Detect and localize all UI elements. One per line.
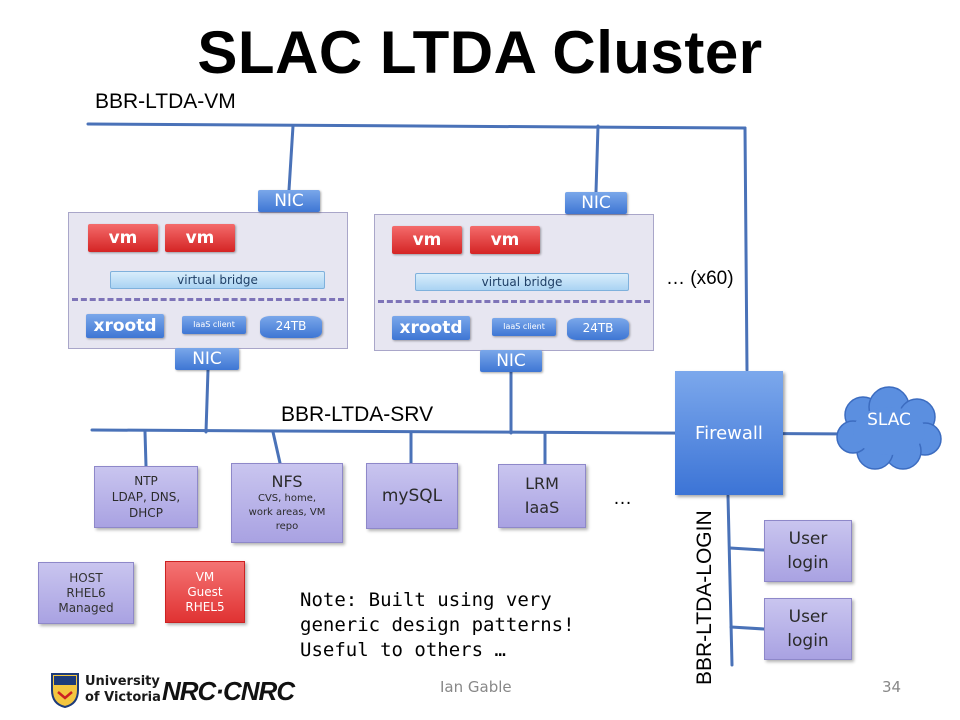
footer-author: Ian Gable (440, 678, 512, 696)
disk-1: 24TB (260, 316, 322, 338)
design-note: Note: Built using very generic design pa… (300, 588, 630, 663)
xrootd-2: xrootd (392, 316, 470, 340)
service-title: mySQL (381, 486, 443, 506)
uvic-wordmark: University of Victoria (85, 674, 161, 706)
nic-bottom-2: NIC (480, 350, 542, 372)
firewall: Firewall (675, 371, 783, 495)
legend-line: RHEL5 (185, 599, 225, 614)
uvic-line: of Victoria (85, 690, 161, 705)
service-line: LRM (525, 474, 559, 493)
host-divider (72, 298, 344, 301)
slac-cloud-icon (836, 386, 942, 470)
nrc-cnrc-logo: NRC·CNRC (162, 676, 295, 706)
host-count-note: … (x60) (666, 268, 734, 289)
more-services-ellipsis: … (613, 488, 632, 509)
disk-2: 24TB (567, 318, 629, 340)
nic1-to-srv (204, 368, 210, 434)
nic-top-1: NIC (258, 190, 320, 212)
legend-vm: VM Guest RHEL5 (165, 561, 245, 623)
slac-cloud-label: SLAC (867, 410, 911, 430)
legend-line: RHEL6 (66, 585, 106, 600)
legend-line: Guest (187, 584, 223, 599)
service-line: DHCP (129, 506, 163, 520)
note-line: Note: Built using very (300, 589, 552, 611)
host-divider (378, 300, 650, 303)
iaas-client-1: IaaS client (182, 316, 246, 334)
srv-network-label: BBR-LTDA-SRV (281, 403, 434, 426)
user-login-label: User login (787, 529, 829, 573)
login-network-bus (726, 494, 734, 667)
legend-line: Managed (58, 600, 114, 615)
service-ntp-ldap-dns-dhcp: NTP LDAP, DNS, DHCP (94, 466, 198, 528)
vm-1b: vm (165, 224, 235, 252)
login-network-label: BBR-LTDA-LOGIN (693, 510, 716, 685)
user-login-2: User login (764, 598, 852, 660)
service-line: repo (275, 521, 299, 532)
service-lrm-iaas: LRM IaaS (498, 464, 586, 528)
service-line: NTP (134, 474, 158, 488)
service-line: work areas, VM (248, 507, 326, 518)
vm-network-label: BBR-LTDA-VM (95, 90, 236, 113)
legend-line: HOST (69, 570, 103, 585)
xrootd-1: xrootd (86, 314, 164, 338)
nic-bottom-1: NIC (175, 348, 239, 370)
uvic-line: University (85, 674, 160, 689)
note-line: generic design patterns! (300, 614, 575, 636)
vm-bus-to-nic1 (287, 124, 295, 192)
vm-2b: vm (470, 226, 540, 254)
service-title: NFS (271, 472, 303, 491)
vm-2a: vm (392, 226, 462, 254)
legend-line: VM (195, 569, 215, 584)
iaas-client-2: IaaS client (492, 318, 556, 336)
service-line: CVS, home, (257, 493, 317, 504)
virtual-bridge-1: virtual bridge (110, 271, 325, 289)
note-line: Useful to others … (300, 639, 506, 661)
user-login-1: User login (764, 520, 852, 582)
uvic-crest-logo (51, 673, 79, 708)
virtual-bridge-2: virtual bridge (415, 273, 629, 291)
service-line: LDAP, DNS, (111, 490, 181, 504)
service-mysql: mySQL (366, 463, 458, 529)
vm-bus-to-nic2 (594, 124, 600, 194)
user-login-label: User login (787, 607, 829, 651)
vm-network-bus (86, 122, 747, 130)
page-title: SLAC LTDA Cluster (197, 19, 763, 86)
legend-host: HOST RHEL6 Managed (38, 562, 134, 624)
service-nfs: NFS CVS, home, work areas, VM repo (231, 463, 343, 543)
page-number: 34 (882, 678, 902, 696)
service-line: IaaS (524, 498, 560, 517)
vm-network-right-drop (743, 126, 749, 372)
vm-1a: vm (88, 224, 158, 252)
nic-top-2: NIC (565, 192, 627, 214)
